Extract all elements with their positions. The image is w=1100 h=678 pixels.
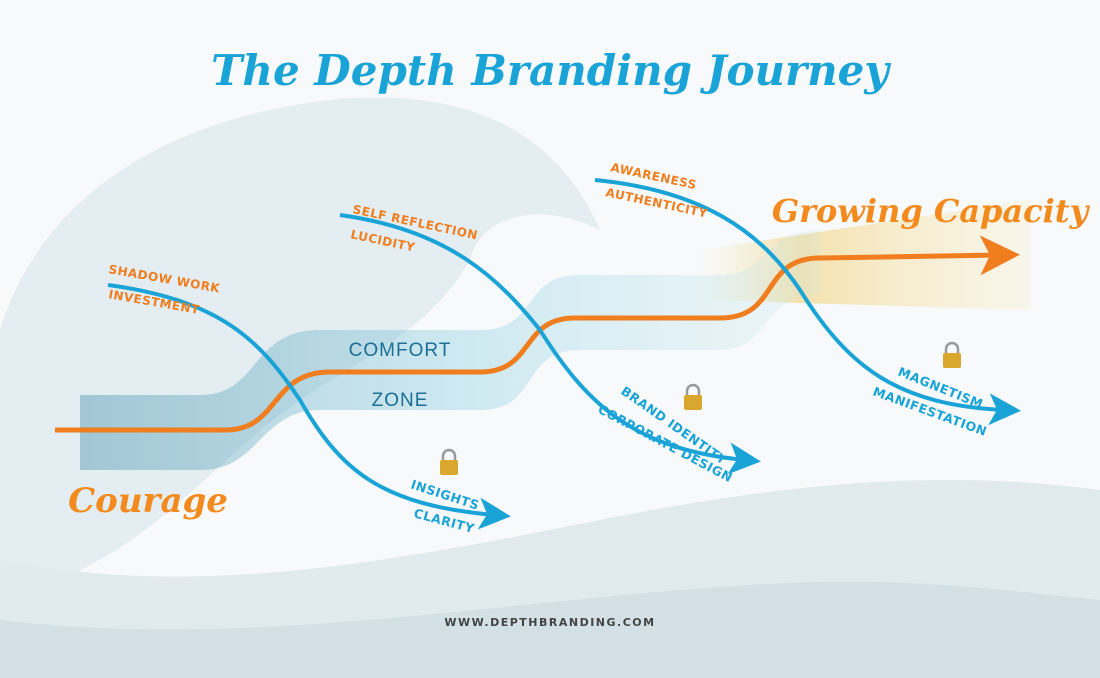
growing-capacity-label: Growing Capacity [772, 192, 1091, 230]
zone-label: ZONE [372, 390, 429, 411]
stage-curve-1 [107, 283, 511, 530]
stage-curve-2 [339, 213, 761, 475]
footer-url[interactable]: WWW.DEPTHBRANDING.COM [444, 616, 655, 629]
courage-label: Courage [68, 481, 228, 521]
diagram-title: The Depth Branding Journey [211, 46, 891, 95]
growth-path [55, 235, 1020, 433]
lock-icon [684, 383, 702, 410]
stage-3-top-label: AWARENESS [609, 160, 698, 192]
lock-icon [440, 448, 458, 475]
comfort-label: COMFORT [349, 340, 452, 361]
stage-curve-3 [594, 178, 1021, 426]
lock-icon [943, 341, 961, 368]
